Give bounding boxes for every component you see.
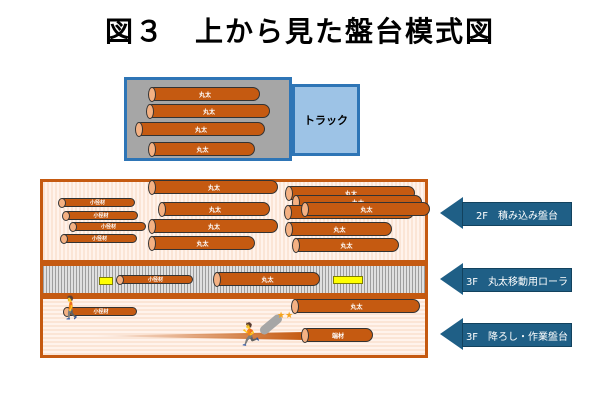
figure-title: 図３ 上から見た盤台模式図 bbox=[104, 15, 495, 48]
log: 丸太 bbox=[213, 271, 320, 287]
small-log: 小径材 bbox=[69, 221, 146, 232]
arrow-head-icon bbox=[440, 197, 463, 229]
small-log: 小径材 bbox=[62, 210, 138, 221]
label-3f-log-roller: 3F 丸太移動用ローラ bbox=[440, 263, 572, 295]
log: 丸太 bbox=[146, 103, 270, 119]
log: 丸太 bbox=[148, 235, 255, 251]
log: 丸太 bbox=[148, 141, 255, 157]
log: 丸太 bbox=[158, 201, 270, 217]
log: 丸太 bbox=[148, 218, 278, 234]
small-log: 小径材 bbox=[58, 197, 135, 208]
arrow-head-icon bbox=[440, 263, 463, 295]
log: 丸太 bbox=[148, 86, 260, 102]
left-arrow-icon bbox=[99, 277, 113, 285]
worker-icon: 🚶 bbox=[58, 296, 86, 321]
worker-with-chainsaw-icon: 🏃 bbox=[236, 323, 264, 348]
truck: トラック bbox=[292, 84, 360, 156]
log: 丸太 bbox=[301, 201, 430, 217]
right-arrow-icon bbox=[333, 276, 363, 284]
small-log: 小径材 bbox=[116, 274, 193, 285]
log: 丸太 bbox=[285, 221, 392, 237]
sparks-icon: ★★ bbox=[277, 311, 294, 321]
log: 丸太 bbox=[135, 121, 265, 137]
truck-label: トラック bbox=[304, 114, 348, 127]
log: 丸太 bbox=[292, 237, 399, 253]
log-motion-trail bbox=[85, 332, 305, 340]
log: 丸太 bbox=[148, 179, 278, 195]
small-log: 小径材 bbox=[60, 233, 137, 244]
offcut: 端材 bbox=[301, 327, 373, 343]
label-2f-loading-deck: 2F 積み込み盤台 bbox=[440, 197, 572, 229]
small-log: 小径材 bbox=[63, 306, 137, 317]
log: 丸太 bbox=[291, 298, 420, 314]
label-3f-work-deck: 3F 降ろし・作業盤台 bbox=[440, 318, 572, 350]
arrow-head-icon bbox=[440, 318, 463, 350]
